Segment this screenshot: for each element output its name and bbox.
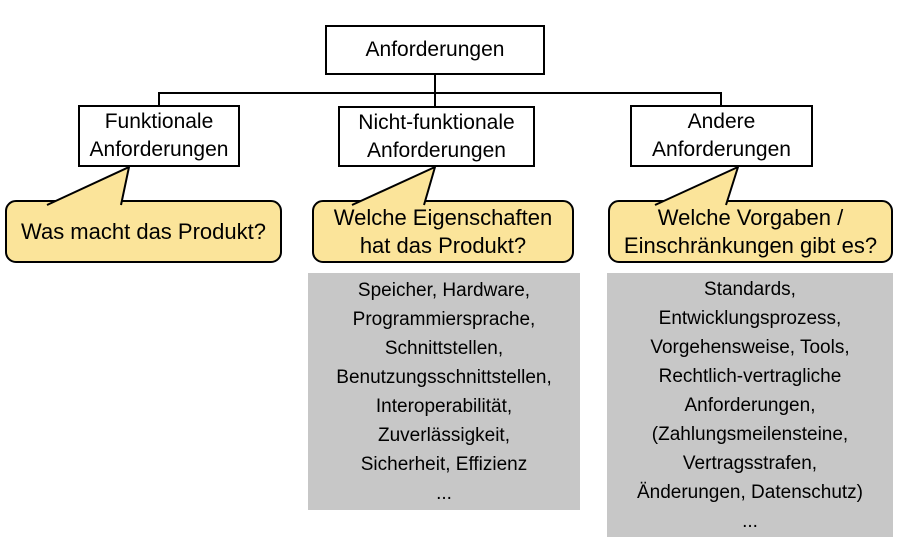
- node-anforderungen: Anforderungen: [325, 25, 545, 75]
- callout-text: Was macht das Produkt?: [21, 218, 266, 244]
- node-nicht-funktionale-anforderungen: Nicht-funktionale Anforderungen: [338, 106, 535, 167]
- node-label: Anforderungen: [365, 38, 505, 61]
- callout-funktionale-question: Was macht das Produkt?: [5, 200, 282, 263]
- detail-box-andere: Standards, Entwicklungsprozess, Vorgehen…: [607, 273, 893, 537]
- node-label: Nicht-funktionale Anforderungen: [358, 110, 515, 162]
- detail-box-nicht-funktionale: Speicher, Hardware, Programmiersprache, …: [308, 273, 580, 510]
- callout-text: Welche Vorgaben / Einschränkungen gibt e…: [623, 204, 878, 258]
- node-label: Funktionale Anforderungen: [89, 110, 229, 161]
- node-funktionale-anforderungen: Funktionale Anforderungen: [78, 105, 240, 167]
- node-andere-anforderungen: Andere Anforderungen: [630, 105, 813, 167]
- callout-andere-question: Welche Vorgaben / Einschränkungen gibt e…: [608, 200, 893, 263]
- callout-nicht-funktionale-question: Welche Eigenschaften hat das Produkt?: [312, 200, 574, 263]
- detail-list: Speicher, Hardware, Programmiersprache, …: [336, 279, 552, 504]
- callout-text: Welche Eigenschaften hat das Produkt?: [333, 204, 553, 258]
- node-label: Andere Anforderungen: [652, 110, 791, 161]
- detail-list: Standards, Entwicklungsprozess, Vorgehen…: [636, 278, 864, 532]
